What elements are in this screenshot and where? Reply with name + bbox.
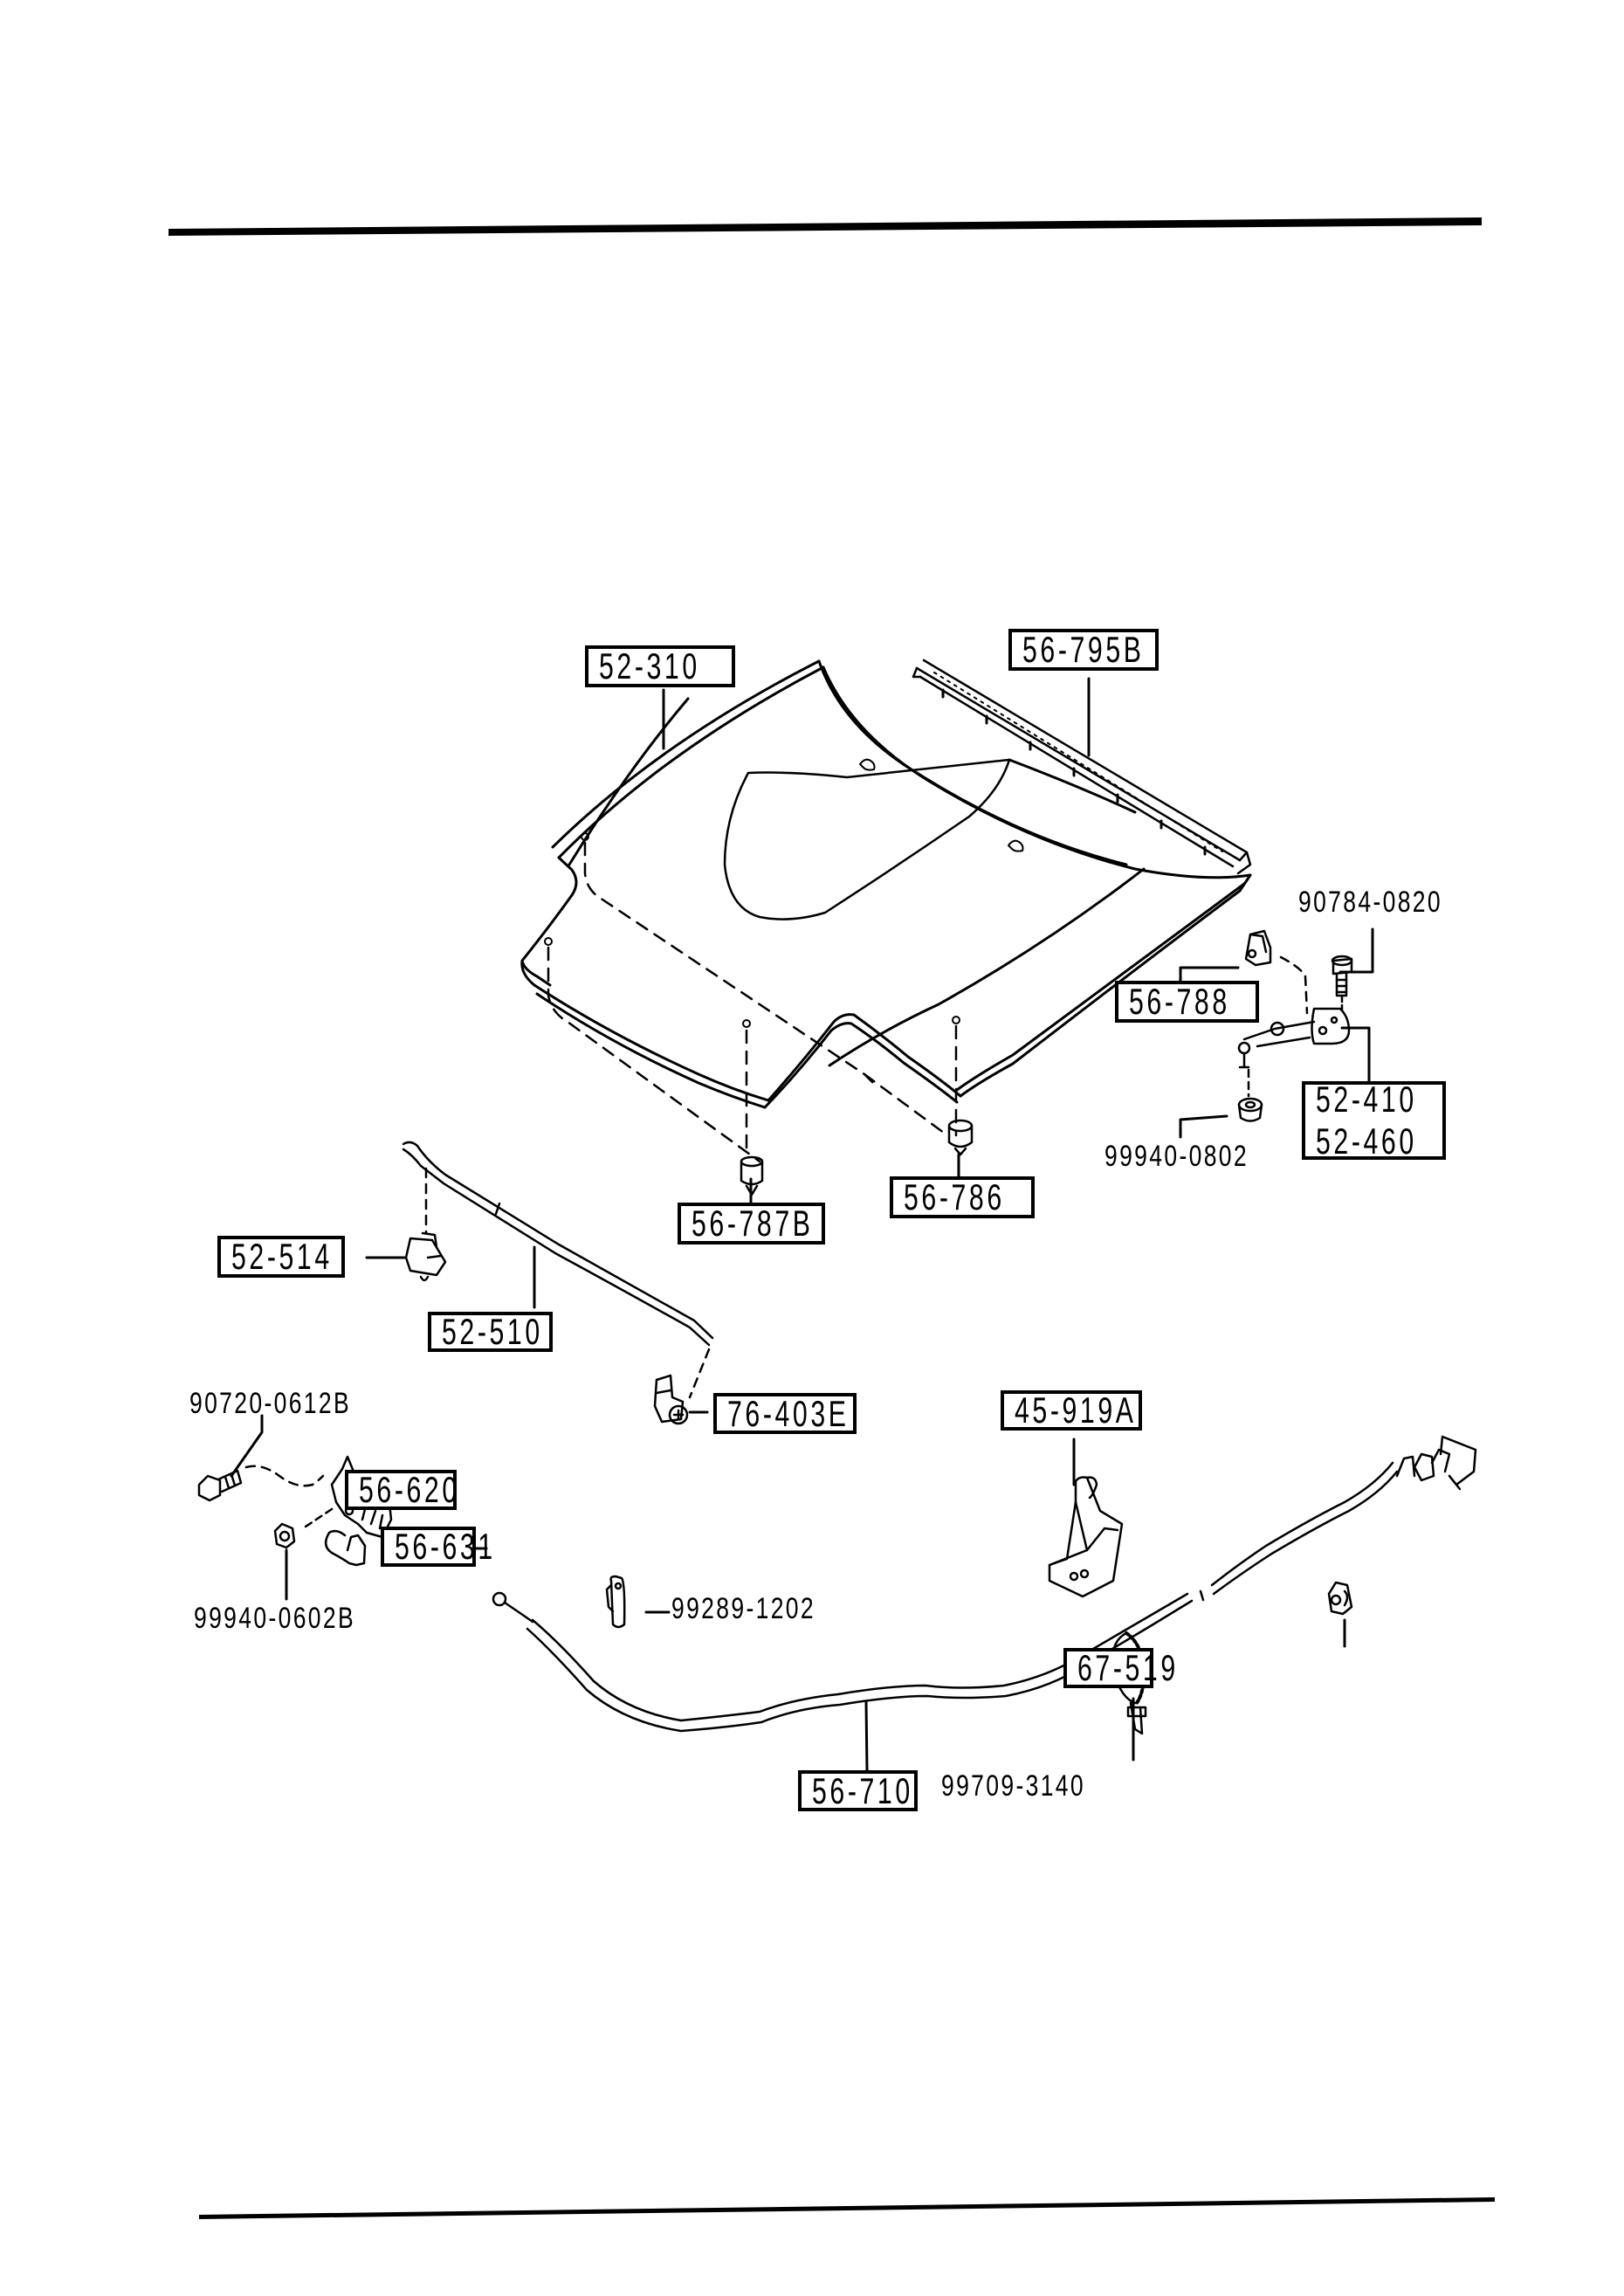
hood-guide-lines	[547, 841, 958, 1163]
hood-seal-drawing	[912, 658, 1252, 875]
prop-rod-holder-drawing	[653, 1374, 689, 1425]
part-number-text: 56-710	[812, 1769, 913, 1811]
prop-rod-drawing	[402, 1141, 714, 1399]
hood-stopper-front-drawing	[947, 1119, 974, 1156]
release-handle-drawing	[1048, 1476, 1124, 1598]
part-label-latch-nut[interactable]: 99940-0602B	[194, 1602, 356, 1635]
part-number-text: 56-787B	[692, 1203, 814, 1244]
part-number-text: 52-514	[231, 1236, 333, 1277]
hood-panel-drawing	[520, 659, 1252, 1109]
hinge-bumper-drawing	[1244, 929, 1309, 1015]
cable-clamp-drawing	[1327, 1581, 1353, 1616]
part-label-hinge-nut[interactable]: 99940-0802	[1104, 1140, 1249, 1173]
part-number-text: 56-788	[1129, 981, 1230, 1022]
part-number-text: 67-519	[1077, 1647, 1179, 1688]
part-number-text: 56-631	[395, 1526, 496, 1567]
prop-rod-clip-drawing	[404, 1231, 447, 1282]
top-rule	[169, 217, 1482, 236]
latch-nut-drawing	[273, 1522, 296, 1549]
part-number-text: 52-310	[599, 645, 700, 686]
part-label-prop-rod[interactable]: 52-510	[428, 1311, 553, 1352]
hinge-bolt-drawing	[1331, 955, 1353, 1015]
part-label-cable-clip[interactable]: 99289-1202	[671, 1592, 815, 1625]
part-label-hinge-bolt[interactable]: 90784-0820	[1298, 886, 1442, 919]
part-label-stopper-front[interactable]: 56-786	[890, 1176, 1035, 1218]
part-number-text: 45-919A	[1015, 1389, 1137, 1431]
part-label-hood-seal[interactable]: 56-795B	[1008, 629, 1159, 671]
part-label-prop-rod-holder[interactable]: 76-403E	[713, 1393, 857, 1434]
part-number-text: 76-403E	[727, 1392, 850, 1434]
part-label-latch-bolt[interactable]: 90720-0612B	[189, 1387, 352, 1420]
part-label-hood-latch[interactable]: 56-620	[345, 1469, 460, 1510]
hood-stopper-rear-drawing	[740, 1155, 764, 1196]
cable-clip-drawing	[605, 1575, 626, 1629]
bottom-rule	[199, 2197, 1495, 2219]
part-label-hood-panel[interactable]: 52-310	[585, 645, 735, 687]
hinge-nut-drawing	[1237, 1097, 1263, 1122]
part-label-release-handle[interactable]: 45-919A	[1001, 1389, 1142, 1431]
part-number-text: 56-786	[904, 1176, 1005, 1217]
latch-bolt-drawing	[197, 1465, 325, 1502]
part-label-stopper-rear[interactable]: 56-787B	[678, 1203, 825, 1245]
part-label-hood-hinge[interactable]: 52-410 52-460	[1302, 1079, 1446, 1162]
part-label-release-cable[interactable]: 56-710	[798, 1770, 918, 1811]
part-label-cable-clamp[interactable]: 67-519	[1063, 1647, 1175, 1688]
safety-lever-drawing	[324, 1529, 367, 1567]
part-label-prop-rod-clip[interactable]: 52-514	[217, 1236, 345, 1278]
part-number-text: 56-795B	[1022, 629, 1145, 670]
part-label-safety-lever[interactable]: 56-631	[381, 1526, 492, 1567]
release-cable-drawing	[492, 1435, 1477, 1733]
part-label-cable-band[interactable]: 99709-3140	[941, 1769, 1085, 1803]
part-number-text: 52-460	[1316, 1120, 1417, 1162]
part-number-text: 56-620	[359, 1469, 460, 1510]
part-number-text: 52-410	[1316, 1079, 1417, 1120]
part-number-text: 52-510	[442, 1311, 543, 1352]
hood-hinge-drawing	[1237, 1007, 1351, 1098]
part-label-hinge-bumper[interactable]: 56-788	[1115, 981, 1259, 1023]
